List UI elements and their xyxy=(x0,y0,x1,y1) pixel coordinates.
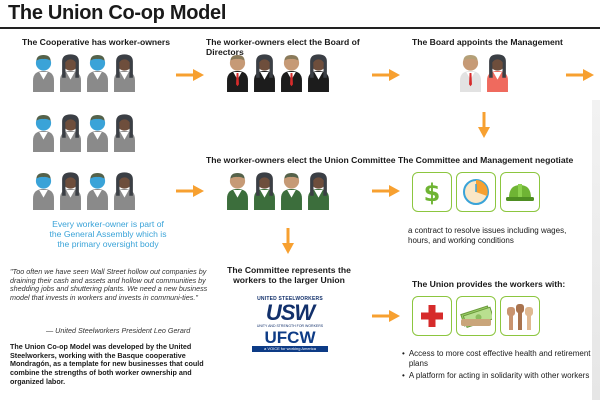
model-description: The Union Co-op Model was developed by t… xyxy=(10,342,204,386)
page-edge xyxy=(592,100,600,400)
worker-owner-figure xyxy=(59,112,82,152)
svg-text:$: $ xyxy=(424,179,441,206)
raised-fists-icon xyxy=(500,296,540,336)
benefits-list: • Access to more cost effective health a… xyxy=(402,349,592,384)
step-represents-label: The Committee represents the workers to … xyxy=(227,265,351,285)
worker-owner-figure xyxy=(32,170,55,210)
arrow-right-icon xyxy=(176,69,204,81)
worker-owner-figure xyxy=(32,112,55,152)
committee-member-figure xyxy=(307,170,330,210)
worker-owners-row-1 xyxy=(32,52,136,92)
ufcw-logo-letters: UFCW xyxy=(264,328,316,347)
manager-figure xyxy=(459,52,482,92)
usw-logo-letters: USW xyxy=(265,300,315,325)
title-divider xyxy=(0,27,600,29)
step-elect-board-label: The worker-owners elect the Board of Dir… xyxy=(206,37,360,57)
committee-member-figure xyxy=(253,170,276,210)
bullet-icon: • xyxy=(402,349,405,358)
step-cooperative-label: The Cooperative has worker-owners xyxy=(22,37,171,47)
list-item: • Access to more cost effective health a… xyxy=(402,349,592,368)
medical-cross-icon xyxy=(412,296,452,336)
arrow-right-icon xyxy=(176,185,204,197)
committee-member-figure xyxy=(280,170,303,210)
dollar-icon: $ xyxy=(412,172,452,212)
money-icon xyxy=(456,296,496,336)
worker-owner-figure xyxy=(86,52,109,92)
benefit-text: A platform for acting in solidarity with… xyxy=(408,371,590,381)
manager-figure xyxy=(486,52,509,92)
board-member-figure xyxy=(280,52,303,92)
bullet-icon: • xyxy=(402,371,405,381)
worker-owners-row-2 xyxy=(32,112,136,152)
quote-attribution: — United Steelworkers President Leo Gera… xyxy=(46,326,191,335)
arrow-right-icon xyxy=(372,69,400,81)
clock-icon xyxy=(456,172,496,212)
worker-owner-figure xyxy=(113,170,136,210)
board-of-directors-group xyxy=(226,52,330,92)
usw-logo: UNITED STEELWORKERS USW UNITY AND STRENG… xyxy=(246,296,334,330)
worker-owner-figure xyxy=(59,170,82,210)
management-group xyxy=(459,52,509,92)
usw-logo-sub-text: UNITY AND STRENGTH FOR WORKERS xyxy=(256,324,324,328)
worker-owner-figure xyxy=(113,52,136,92)
arrow-right-icon xyxy=(372,185,400,197)
arrow-right-icon xyxy=(372,310,400,322)
negotiate-detail: a contract to resolve issues including w… xyxy=(408,226,567,245)
step-provides-label: The Union provides the workers with: xyxy=(412,279,566,289)
step-board-appoints-label: The Board appoints the Management xyxy=(412,37,563,47)
worker-owner-figure xyxy=(86,170,109,210)
worker-owner-figure xyxy=(32,52,55,92)
page-title: The Union Co-op Model xyxy=(8,2,227,24)
usw-logo-top-text: UNITED STEELWORKERS xyxy=(257,296,323,302)
board-member-figure xyxy=(307,52,330,92)
arrow-down-icon xyxy=(478,112,490,138)
ufcw-logo-sub-text: a VOICE for working America xyxy=(252,346,328,352)
quote-text: "Too often we have seen Wall Street holl… xyxy=(10,267,208,302)
worker-owner-figure xyxy=(113,112,136,152)
list-item: • A platform for acting in solidarity wi… xyxy=(402,371,592,381)
union-committee-group xyxy=(226,170,330,210)
step-elect-committee-label: The worker-owners elect the Union Commit… xyxy=(206,155,396,165)
arrow-down-icon xyxy=(282,228,294,254)
benefit-text: Access to more cost effective health and… xyxy=(408,349,591,368)
worker-owner-figure xyxy=(86,112,109,152)
board-member-figure xyxy=(253,52,276,92)
committee-member-figure xyxy=(226,170,249,210)
hardhat-icon xyxy=(500,172,540,212)
ufcw-logo: UFCW a VOICE for working America xyxy=(246,328,334,354)
worker-owners-row-3 xyxy=(32,170,136,210)
board-member-figure xyxy=(226,52,249,92)
step-negotiate-label: The Committee and Management negotiate xyxy=(398,155,574,165)
arrow-right-icon xyxy=(566,69,594,81)
worker-owner-figure xyxy=(59,52,82,92)
general-assembly-note: Every worker-owner is part of the Genera… xyxy=(49,219,167,249)
